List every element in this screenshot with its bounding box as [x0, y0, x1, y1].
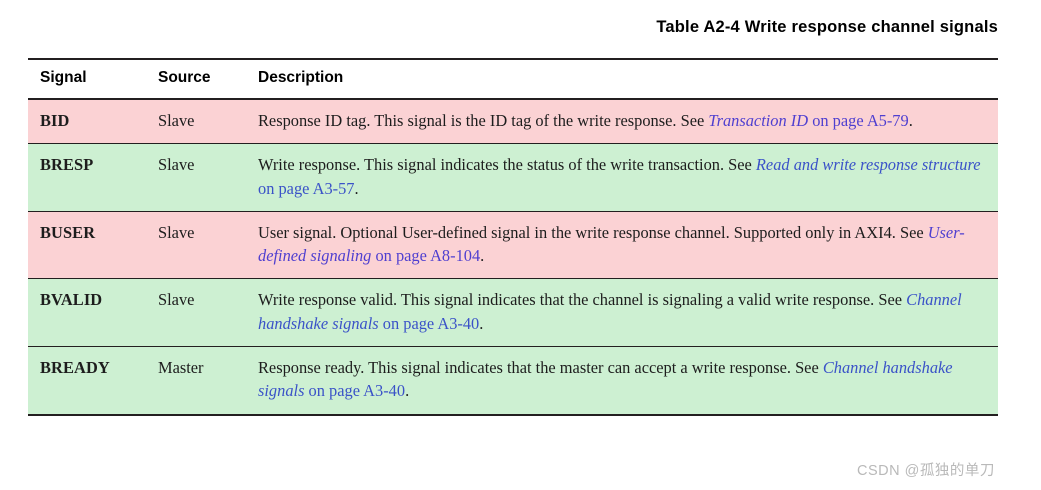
- description-text: Response ID tag. This signal is the ID t…: [258, 111, 709, 130]
- description-text-end: .: [479, 313, 484, 333]
- description-text-end: .: [405, 381, 410, 401]
- cross-reference-link[interactable]: Read and write response structure on pag…: [258, 155, 981, 197]
- cross-reference-title: Transaction ID: [708, 111, 809, 130]
- cross-reference-page: on page A5-79: [808, 111, 909, 130]
- cross-reference-link[interactable]: Channel handshake signals on page A3-40: [258, 290, 962, 332]
- table-caption: Table A2-4 Write response channel signal…: [656, 18, 998, 36]
- description-text-end: .: [908, 111, 913, 130]
- signal-name-cell: BUSER: [28, 211, 146, 280]
- cross-reference-title: User-defined signaling: [258, 222, 965, 266]
- description-text: Write response valid. This signal indica…: [258, 290, 907, 310]
- signal-description-cell: User signal. Optional User-defined signa…: [246, 211, 998, 280]
- description-text-end: .: [480, 246, 485, 266]
- description-text: User signal. Optional User-defined signa…: [258, 222, 928, 242]
- signal-source-cell: Slave: [146, 143, 246, 212]
- signal-description-cell: Write response. This signal indicates th…: [246, 143, 998, 212]
- description-text-end: .: [354, 178, 359, 198]
- signal-name-cell: BREADY: [28, 346, 146, 416]
- column-header-source: Source: [146, 58, 246, 100]
- signal-name-cell: BVALID: [28, 278, 146, 348]
- description-text: Write response. This signal indicates th…: [258, 155, 756, 175]
- csdn-watermark: CSDN @孤独的单刀: [857, 463, 995, 479]
- cross-reference-title: Channel handshake signals: [258, 290, 962, 333]
- cross-reference-title: Read and write response structure: [755, 155, 981, 175]
- signal-source-cell: Master: [146, 346, 246, 416]
- table-header-row: Signal Source Description: [28, 58, 998, 100]
- column-header-signal: Signal: [28, 58, 146, 100]
- signal-description-cell: Write response valid. This signal indica…: [246, 278, 998, 348]
- signal-description-cell: Response ready. This signal indicates th…: [246, 346, 998, 416]
- signal-name-cell: BID: [28, 99, 146, 145]
- cross-reference-link[interactable]: Transaction ID on page A5-79: [708, 111, 908, 130]
- column-header-description: Description: [246, 58, 998, 100]
- description-text: Response ready. This signal indicates th…: [258, 358, 823, 378]
- cross-reference-page: on page A8-104: [371, 246, 481, 266]
- cross-reference-page: on page A3-40: [304, 381, 406, 401]
- cross-reference-link[interactable]: Channel handshake signals on page A3-40: [258, 358, 953, 400]
- table-header: Signal Source Description: [28, 58, 998, 100]
- signal-description-cell: Response ID tag. This signal is the ID t…: [246, 99, 998, 145]
- signal-source-cell: Slave: [146, 211, 246, 280]
- signal-source-cell: Slave: [146, 278, 246, 348]
- cross-reference-title: Channel handshake signals: [258, 358, 953, 401]
- signal-name-cell: BRESP: [28, 143, 146, 212]
- signal-source-cell: Slave: [146, 99, 246, 145]
- cross-reference-page: on page A3-57: [258, 178, 355, 198]
- cross-reference-page: on page A3-40: [378, 313, 480, 333]
- cross-reference-link[interactable]: User-defined signaling on page A8-104: [258, 223, 965, 265]
